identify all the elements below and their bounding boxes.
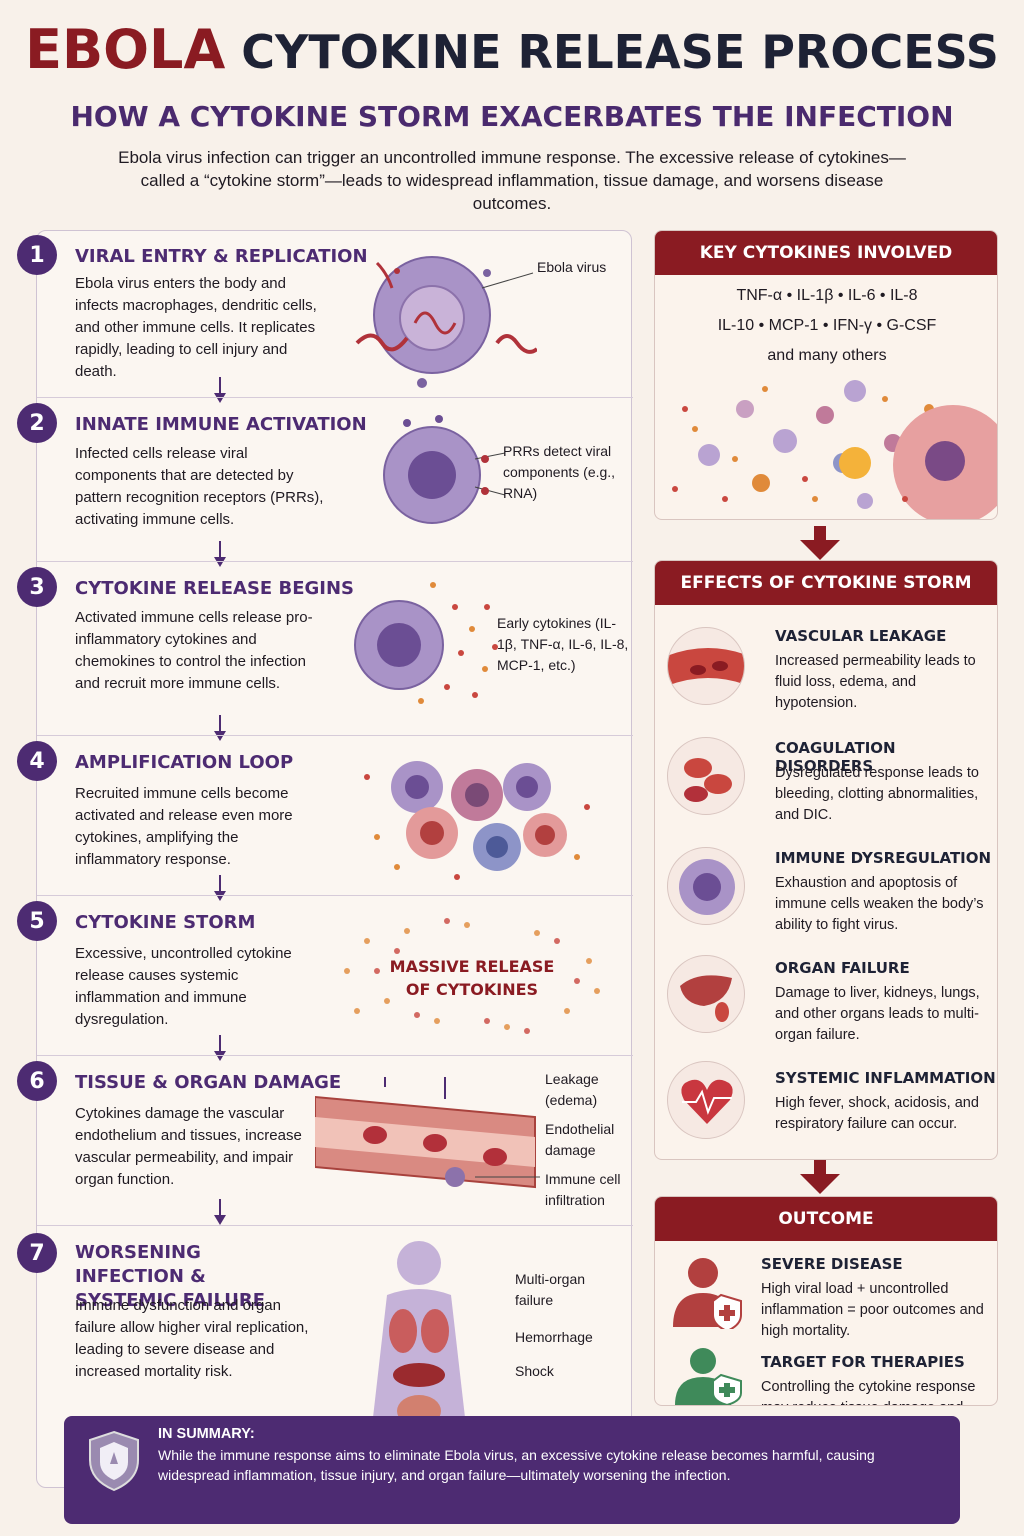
step-6-label-0: Leakage (edema) [545, 1071, 599, 1108]
ebola-virus-cell-icon [355, 256, 537, 388]
step-3-badge: 3 [17, 567, 57, 607]
page-title: EBOLA CYTOKINE RELEASE PROCESS [0, 18, 1024, 81]
step-1-down-arrow-icon [214, 377, 226, 403]
title-rest: CYTOKINE RELEASE PROCESS [241, 25, 999, 79]
down-arrow-red-icon [800, 1160, 840, 1194]
step-2-badge: 2 [17, 403, 57, 443]
step-divider [37, 397, 633, 398]
cytokine-release-cell-icon [354, 582, 498, 704]
cytokines-line-1: TNF-α • IL-1β • IL-6 • IL-8 [736, 287, 918, 304]
effect-1-title: VASCULAR LEAKAGE [775, 627, 947, 645]
blood-vessel-damage-icon [315, 1077, 540, 1189]
step-5-badge: 5 [17, 901, 57, 941]
step-7-label-2: Shock [515, 1363, 554, 1379]
effects-box: EFFECTS OF CYTOKINE STORM VASCULAR LEAKA… [654, 560, 998, 1160]
effects-heading: EFFECTS OF CYTOKINE STORM [655, 561, 997, 605]
step-6-badge: 6 [17, 1061, 57, 1101]
effect-2-text: Dysregulated response leads to bleeding,… [775, 765, 979, 823]
step-5-title: CYTOKINE STORM [75, 912, 256, 933]
step-divider [37, 1225, 633, 1226]
heart-pulse-icon [667, 1061, 745, 1139]
down-arrow-red-icon [800, 526, 840, 560]
step-7-title: WORSENING INFECTION & SYSTEMIC FAILURE [75, 1242, 266, 1311]
step-7-text: Immune dysfunction and organ failure all… [75, 1297, 309, 1380]
effect-3-text: Exhaustion and apoptosis of immune cells… [775, 875, 984, 933]
cytokine-particles-icon [672, 380, 997, 519]
cytokine-storm-dots-icon [344, 918, 600, 1034]
step-7-label-0: Multi-organ failure [515, 1271, 586, 1308]
step-4-title: AMPLIFICATION LOOP [75, 752, 294, 773]
step-6-label-2: Immune cell infiltration [545, 1171, 621, 1208]
summary-heading: IN SUMMARY: [158, 1426, 255, 1442]
step-1-text: Ebola virus enters the body and infects … [75, 275, 317, 380]
summary-banner: IN SUMMARY: While the immune response ai… [64, 1416, 960, 1524]
person-green-shield-icon [675, 1348, 742, 1405]
step-3-down-arrow-icon [214, 715, 226, 741]
red-blood-cells-icon [667, 737, 745, 815]
step-1-label-0: Ebola virus [537, 259, 607, 275]
liver-kidney-icon [667, 955, 745, 1033]
step-6-down-arrow-icon [214, 1199, 226, 1225]
cytokines-line-2: IL-10 • MCP-1 • IFN-γ • G-CSF [717, 317, 937, 334]
immune-cell-prr-icon [383, 415, 506, 524]
effect-1-text: Increased permeability leads to fluid lo… [775, 653, 976, 711]
step-2-text: Infected cells release viral components … [75, 445, 324, 528]
outcome-2-title: TARGET FOR THERAPIES [761, 1353, 965, 1371]
outcome-1-title: SEVERE DISEASE [761, 1255, 903, 1273]
person-red-shield-icon [673, 1258, 742, 1329]
shield-icon [89, 1430, 139, 1492]
step-3-label-0: Early cytokines (IL-1β, TNF-α, IL-6, IL-… [497, 615, 629, 673]
step-5-down-arrow-icon [214, 1035, 226, 1061]
step-1-badge: 1 [17, 235, 57, 275]
page-subtitle: HOW A CYTOKINE STORM EXACERBATES THE INF… [70, 100, 954, 133]
effect-2-title: COAGULATION DISORDERS [775, 739, 896, 775]
step-6-label-1: Endothelial damage [545, 1121, 615, 1158]
title-ebola: EBOLA [25, 18, 226, 81]
step-6-text: Cytokines damage the vascular endotheliu… [75, 1105, 302, 1188]
summary-text: While the immune response aims to elimin… [158, 1447, 875, 1483]
key-cytokines-box: KEY CYTOKINES INVOLVED TNF-α • IL-1β • I… [654, 230, 998, 520]
step-2-down-arrow-icon [214, 541, 226, 567]
step-1-title: VIRAL ENTRY & REPLICATION [75, 246, 368, 267]
steps-panel: 1 VIRAL ENTRY & REPLICATION Ebola virus … [17, 230, 633, 1488]
outcome-1-text: High viral load + uncontrolled inflammat… [761, 1281, 984, 1339]
step-4-badge: 4 [17, 741, 57, 781]
outcome-heading: OUTCOME [655, 1197, 997, 1241]
step-5-text: Excessive, uncontrolled cytokine release… [75, 945, 292, 1028]
step-divider [37, 735, 633, 736]
step-5-label-0: MASSIVE RELEASE OF CYTOKINES [389, 957, 555, 999]
outcome-box: OUTCOME SEVERE DISEASE High viral load +… [654, 1196, 998, 1406]
step-divider [37, 561, 633, 562]
step-divider [37, 1055, 633, 1056]
step-divider [37, 895, 633, 896]
human-body-organs-icon [371, 1241, 467, 1435]
step-2-title: INNATE IMMUNE ACTIVATION [75, 414, 367, 435]
step-7-badge: 7 [17, 1233, 57, 1273]
effect-5-title: SYSTEMIC INFLAMMATION [775, 1069, 996, 1087]
effect-4-title: ORGAN FAILURE [775, 959, 910, 977]
step-3-text: Activated immune cells release pro-infla… [75, 609, 313, 692]
step-6-title: TISSUE & ORGAN DAMAGE [75, 1072, 342, 1093]
effect-5-text: High fever, shock, acidosis, and respira… [775, 1095, 979, 1132]
cytokines-line-3: and many others [767, 347, 887, 364]
immune-cell-icon [667, 847, 745, 925]
intro-text: Ebola virus infection can trigger an unc… [118, 148, 906, 213]
step-7-label-1: Hemorrhage [515, 1329, 593, 1345]
outcome-2-text: Controlling the cytokine response may re… [761, 1379, 976, 1405]
step-2-label-0: PRRs detect viral components (e.g., RNA) [503, 443, 616, 501]
amplification-cells-icon [364, 761, 590, 880]
key-cytokines-heading: KEY CYTOKINES INVOLVED [655, 231, 997, 275]
step-4-down-arrow-icon [214, 875, 226, 901]
effect-3-title: IMMUNE DYSREGULATION [775, 849, 992, 867]
step-4-text: Recruited immune cells become activated … [75, 785, 293, 868]
step-3-title: CYTOKINE RELEASE BEGINS [75, 578, 354, 599]
blood-vessel-icon [667, 627, 745, 705]
effect-4-text: Damage to liver, kidneys, lungs, and oth… [775, 985, 980, 1043]
